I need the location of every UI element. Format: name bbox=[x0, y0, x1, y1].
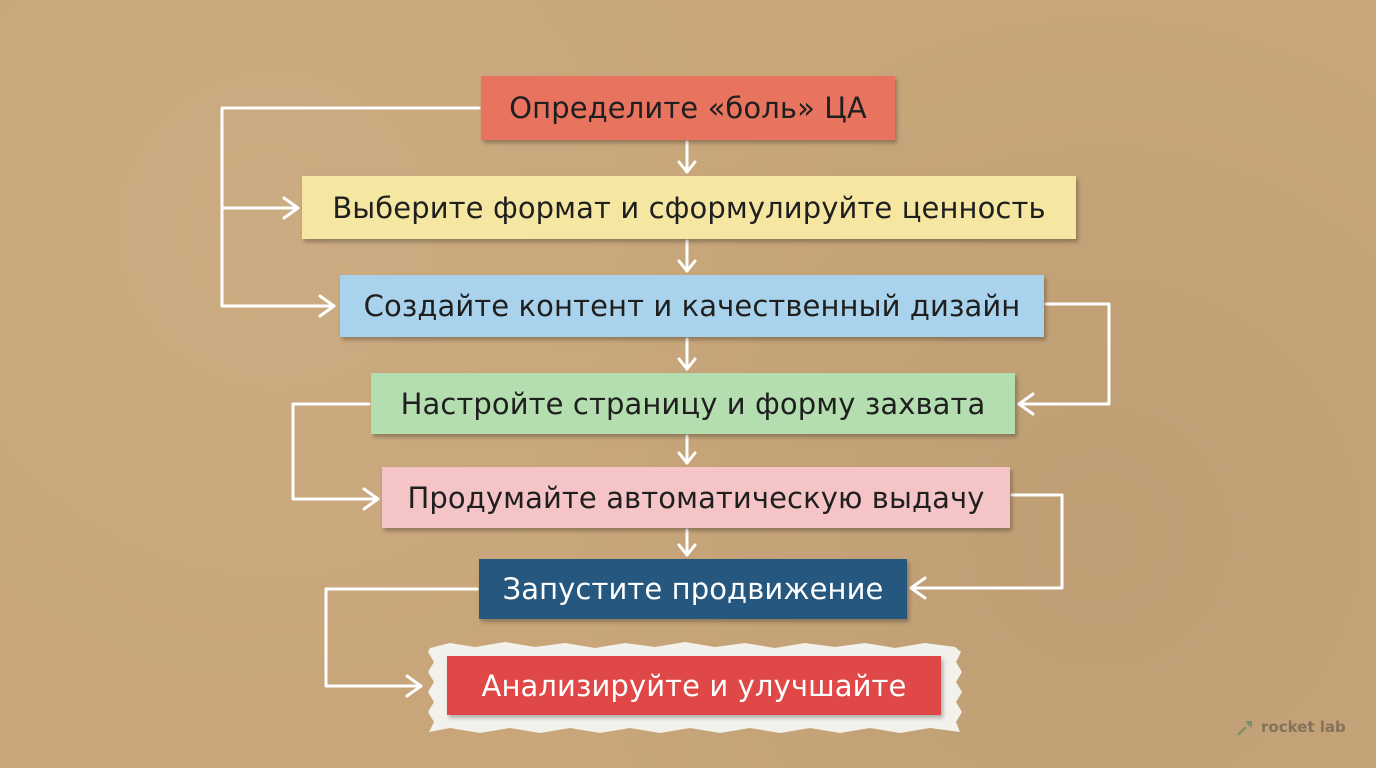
step-6-box: Запустите продвижение bbox=[479, 559, 907, 619]
step-2-box: Выберите формат и сформулируйте ценность bbox=[302, 176, 1076, 239]
left-loop-arrow-1 bbox=[220, 106, 481, 318]
left-loop-arrow-2 bbox=[291, 402, 380, 511]
step-2-label: Выберите формат и сформулируйте ценность bbox=[332, 190, 1046, 225]
down-arrow-4-5 bbox=[677, 434, 697, 465]
step-3-label: Создайте контент и качественный дизайн bbox=[363, 289, 1021, 323]
left-loop-arrow-3 bbox=[324, 587, 479, 698]
down-arrow-5-6 bbox=[677, 528, 697, 557]
step-3-box: Создайте контент и качественный дизайн bbox=[340, 275, 1044, 337]
brand-name: rocket lab bbox=[1261, 718, 1346, 736]
step-5-box: Продумайте автоматическую выдачу bbox=[382, 467, 1010, 528]
step-4-box: Настройте страницу и форму захвата bbox=[371, 373, 1015, 434]
right-loop-arrow-2 bbox=[909, 493, 1064, 600]
down-arrow-2-3 bbox=[677, 239, 697, 273]
step-7-box: Анализируйте и улучшайте bbox=[447, 656, 941, 715]
rocket-lab-logo-icon bbox=[1237, 721, 1252, 736]
step-1-box: Определите «боль» ЦА bbox=[481, 76, 895, 140]
step-4-label: Настройте страницу и форму захвата bbox=[400, 386, 986, 421]
brand-logo: rocket lab bbox=[1237, 718, 1346, 736]
step-1-label: Определите «боль» ЦА bbox=[509, 91, 867, 125]
down-arrow-1-2 bbox=[677, 140, 697, 174]
step-7-label: Анализируйте и улучшайте bbox=[481, 668, 907, 703]
step-5-label: Продумайте автоматическую выдачу bbox=[407, 480, 985, 515]
down-arrow-3-4 bbox=[677, 337, 697, 371]
right-loop-arrow-1 bbox=[1017, 302, 1111, 416]
step-6-label: Запустите продвижение bbox=[502, 572, 884, 606]
